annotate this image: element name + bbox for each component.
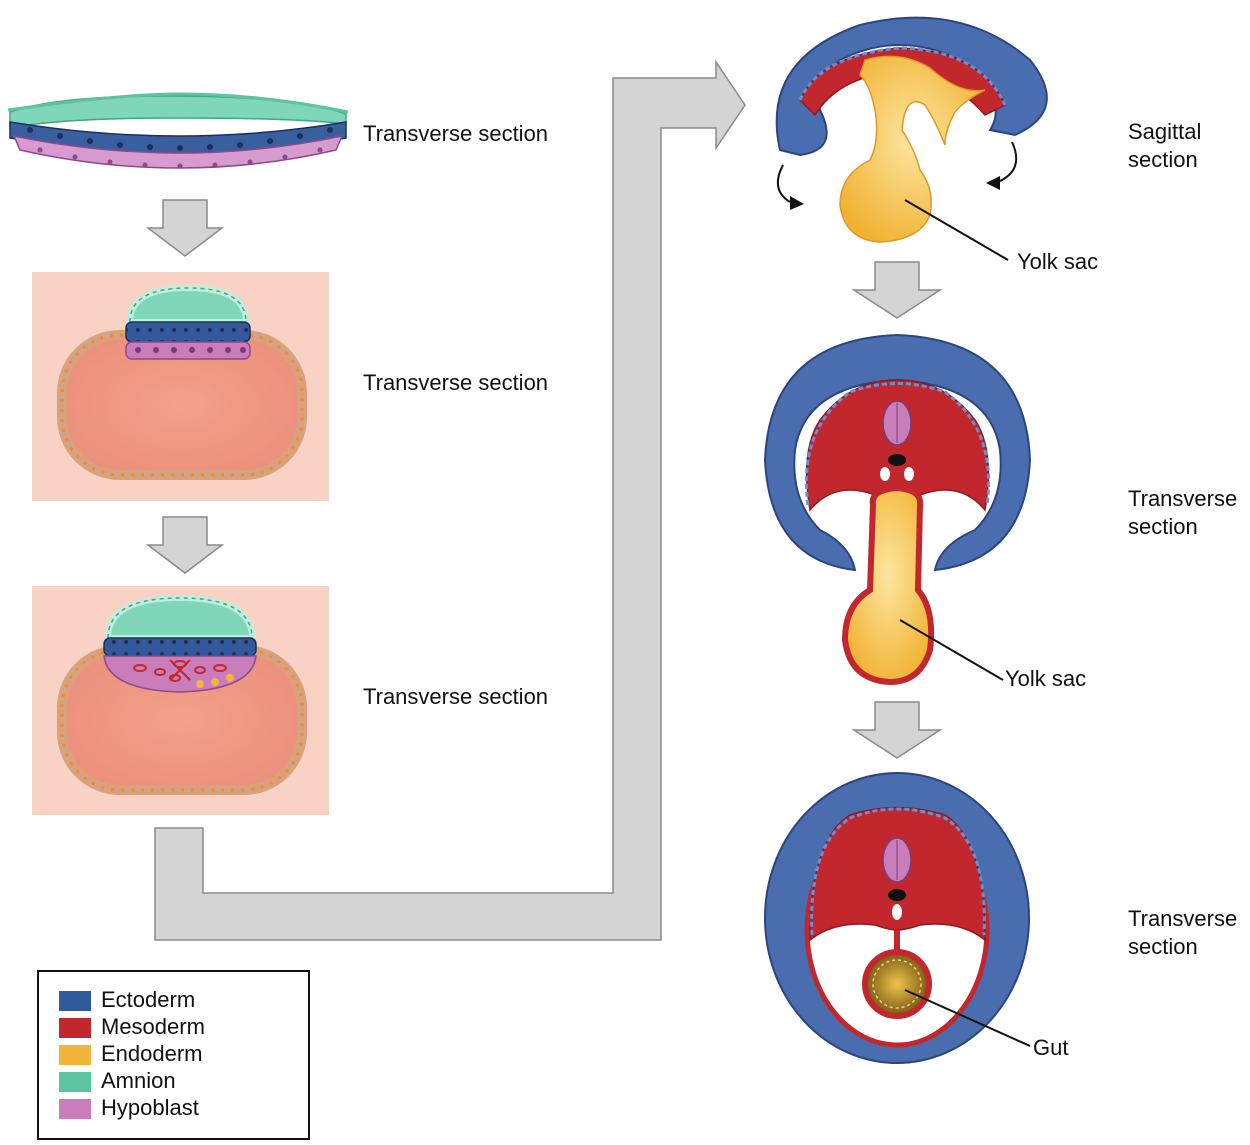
connector-arrow: [154, 59, 746, 941]
stage3-label: Transverse section: [363, 684, 549, 709]
stage2-panel: [32, 272, 329, 501]
legend-label: Hypoblast: [101, 1095, 199, 1120]
legend-label: Mesoderm: [101, 1014, 205, 1039]
stage5-label: Transverse section: [1128, 486, 1238, 539]
down-arrow-2: [145, 516, 225, 574]
stage1-flat-disc: [7, 92, 349, 169]
yolk-sac-label-transverse: Yolk sac: [1005, 666, 1087, 691]
ectoderm-swatch: [59, 991, 91, 1011]
stage1-label: Transverse section: [363, 121, 549, 146]
endoderm-swatch: [59, 1045, 91, 1065]
down-arrow-3: [851, 261, 943, 319]
legend-label: Ectoderm: [101, 987, 196, 1012]
amnion-swatch: [59, 1072, 91, 1092]
stage4-sagittal: [775, 16, 1048, 261]
down-arrow-4: [851, 701, 943, 759]
legend-label: Endoderm: [101, 1041, 203, 1066]
legend-label: Amnion: [101, 1068, 176, 1093]
stage4-label: Sagittal section: [1128, 119, 1202, 172]
mesoderm-swatch: [59, 1018, 91, 1038]
stage3-panel: [32, 586, 329, 815]
legend: Ectoderm Mesoderm Endoderm Amnion Hypobl…: [37, 970, 310, 1140]
yolk-sac-label-sagittal: Yolk sac: [1017, 249, 1099, 274]
stage6-transverse: [764, 772, 1031, 1064]
hypoblast-swatch: [59, 1099, 91, 1119]
down-arrow-1: [145, 199, 225, 257]
stage6-label: Transverse section: [1128, 906, 1238, 959]
stage2-label: Transverse section: [363, 370, 549, 395]
stage5-transverse: [763, 333, 1032, 686]
gut-label: Gut: [1033, 1035, 1069, 1060]
